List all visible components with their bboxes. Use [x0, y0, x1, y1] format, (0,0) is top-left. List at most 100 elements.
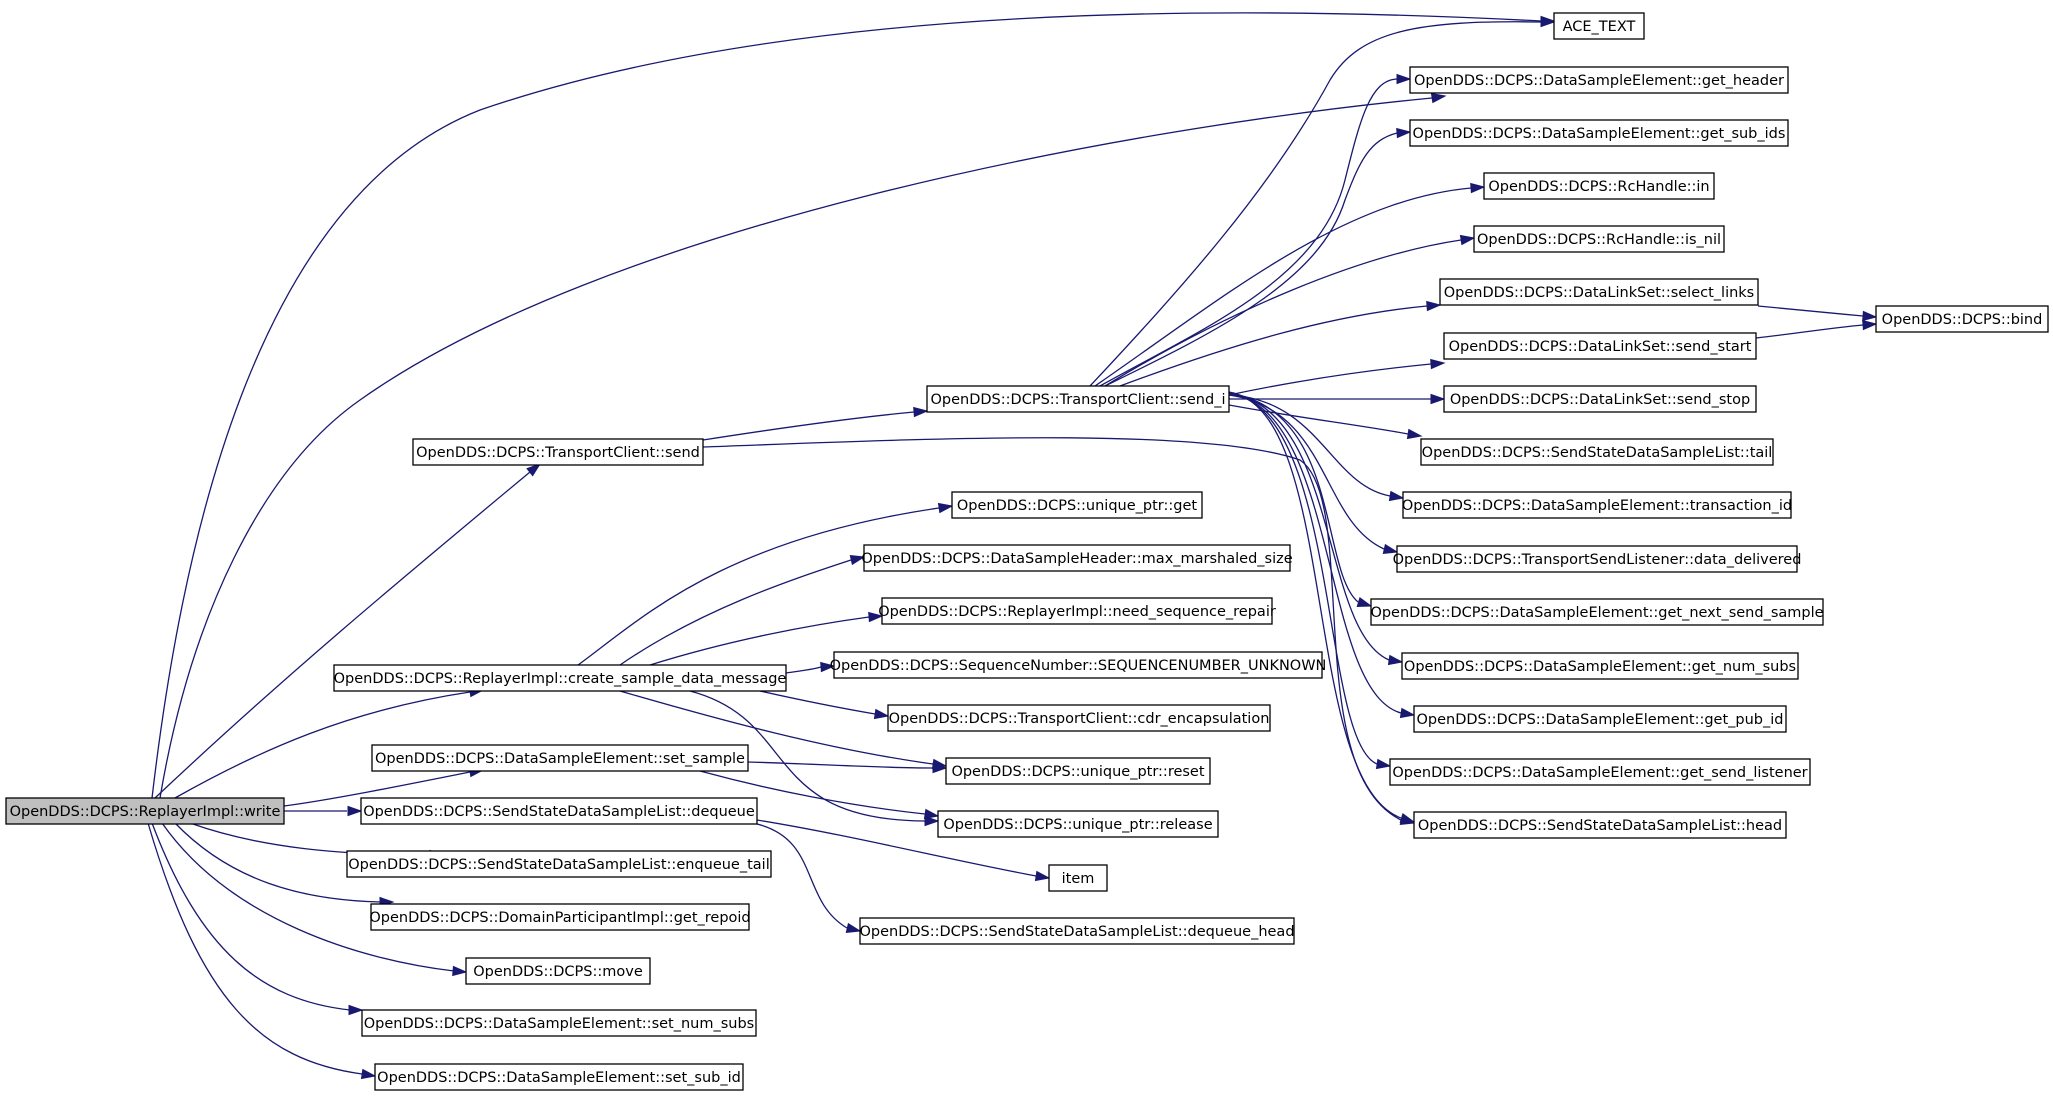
node-write: OpenDDS::DCPS::ReplayerImpl::write	[5, 797, 285, 825]
node-bind[interactable]: OpenDDS::DCPS::bind	[1875, 305, 2049, 333]
node-label: OpenDDS::DCPS::DataLinkSet::send_start	[1449, 339, 1752, 355]
node-create-sample[interactable]: OpenDDS::DCPS::ReplayerImpl::create_samp…	[333, 664, 787, 692]
node-box	[374, 1063, 744, 1091]
node-get-next-send-sample[interactable]: OpenDDS::DCPS::DataSampleElement::get_ne…	[1370, 598, 1824, 626]
edge-line	[1228, 404, 1409, 435]
edge-line	[702, 411, 915, 441]
arrowhead	[1430, 92, 1447, 104]
edge-line	[702, 437, 1402, 821]
arrowhead	[347, 805, 363, 817]
edge-send_i-to-data_delivered	[1228, 394, 1399, 555]
node-move[interactable]: OpenDDS::DCPS::move	[465, 957, 651, 985]
node-box	[360, 797, 758, 825]
node-box	[5, 797, 285, 825]
edge-send_i-to-tail	[1228, 404, 1423, 440]
node-box	[937, 810, 1219, 838]
arrowhead	[849, 554, 866, 566]
node-get-pub-id[interactable]: OpenDDS::DCPS::DataSampleElement::get_pu…	[1413, 705, 1787, 733]
node-label: OpenDDS::DCPS::ReplayerImpl::create_samp…	[334, 671, 787, 687]
edge-line	[1099, 78, 1398, 387]
node-up-get[interactable]: OpenDDS::DCPS::unique_ptr::get	[951, 491, 1203, 519]
node-label: OpenDDS::DCPS::DataSampleElement::get_ne…	[1370, 605, 1823, 621]
edge-line	[1228, 392, 1359, 603]
edge-dequeue-to-item	[756, 819, 1051, 882]
node-head[interactable]: OpenDDS::DCPS::SendStateDataSampleList::…	[1413, 811, 1787, 839]
node-tc-send[interactable]: OpenDDS::DCPS::TransportClient::send	[412, 438, 704, 466]
node-box	[951, 491, 1203, 519]
node-label: OpenDDS::DCPS::SendStateDataSampleList::…	[348, 857, 769, 873]
node-get-sub-ids[interactable]: OpenDDS::DCPS::DataSampleElement::get_su…	[1409, 119, 1789, 147]
node-box	[412, 438, 704, 466]
node-seqnum-unknown[interactable]: OpenDDS::DCPS::SequenceNumber::SEQUENCEN…	[830, 651, 1327, 679]
node-item[interactable]: item	[1048, 864, 1108, 892]
node-box	[887, 704, 1271, 732]
node-select-links[interactable]: OpenDDS::DCPS::DataLinkSet::select_links	[1439, 278, 1759, 306]
edge-write-to-set_num_subs	[151, 822, 364, 1016]
edge-set_sample-to-up_release	[699, 770, 940, 820]
node-box	[881, 597, 1273, 625]
node-box	[1420, 438, 1774, 466]
edge-send_i-to-ace_text	[1089, 16, 1556, 387]
node-up-release[interactable]: OpenDDS::DCPS::unique_ptr::release	[937, 810, 1219, 838]
node-label: OpenDDS::DCPS::DomainParticipantImpl::ge…	[369, 910, 750, 926]
node-get-repoid[interactable]: OpenDDS::DCPS::DomainParticipantImpl::ge…	[369, 903, 751, 931]
node-label: OpenDDS::DCPS::SendStateDataSampleList::…	[363, 804, 755, 820]
node-max-marshaled-size[interactable]: OpenDDS::DCPS::DataSampleHeader::max_mar…	[861, 544, 1293, 572]
node-set-num-subs[interactable]: OpenDDS::DCPS::DataSampleElement::set_nu…	[361, 1009, 757, 1037]
arrowhead	[913, 406, 929, 418]
edge-create_sample-to-up_get	[577, 502, 954, 666]
edge-tc_send-to-send_i	[702, 406, 929, 441]
node-data-delivered[interactable]: OpenDDS::DCPS::TransportSendListener::da…	[1393, 545, 1802, 573]
node-box	[1409, 119, 1789, 147]
node-box	[1401, 652, 1799, 680]
edge-line	[756, 819, 1037, 877]
node-label: OpenDDS::DCPS::DataSampleElement::get_se…	[1392, 765, 1807, 781]
edge-dequeue-to-dequeue_head	[756, 823, 862, 934]
node-rc-in[interactable]: OpenDDS::DCPS::RcHandle::in	[1483, 172, 1715, 200]
node-up-reset[interactable]: OpenDDS::DCPS::unique_ptr::reset	[945, 757, 1211, 785]
node-set-sample[interactable]: OpenDDS::DCPS::DataSampleElement::set_sa…	[371, 744, 749, 772]
edge-line	[283, 771, 471, 807]
arrowhead	[348, 1004, 364, 1016]
node-rc-is-nil[interactable]: OpenDDS::DCPS::RcHandle::is_nil	[1473, 225, 1725, 253]
node-box	[945, 757, 1211, 785]
edge-line	[174, 691, 471, 799]
node-label: OpenDDS::DCPS::SendStateDataSampleList::…	[1422, 445, 1773, 461]
node-ace-text[interactable]: ACE_TEXT	[1553, 12, 1645, 40]
node-dequeue-head[interactable]: OpenDDS::DCPS::SendStateDataSampleList::…	[859, 917, 1295, 945]
node-tail[interactable]: OpenDDS::DCPS::SendStateDataSampleList::…	[1420, 438, 1774, 466]
node-label: OpenDDS::DCPS::DataSampleElement::set_nu…	[364, 1016, 755, 1032]
node-cdr-encapsulation[interactable]: OpenDDS::DCPS::TransportClient::cdr_enca…	[887, 704, 1271, 732]
node-transaction-id[interactable]: OpenDDS::DCPS::DataSampleElement::transa…	[1402, 491, 1792, 519]
node-set-sub-id[interactable]: OpenDDS::DCPS::DataSampleElement::set_su…	[374, 1063, 744, 1091]
edge-line	[174, 822, 381, 903]
edge-send_i-to-send_stop	[1228, 393, 1446, 405]
node-label: OpenDDS::DCPS::DataLinkSet::send_stop	[1450, 392, 1750, 408]
node-send-start[interactable]: OpenDDS::DCPS::DataLinkSet::send_start	[1443, 332, 1757, 360]
node-dequeue[interactable]: OpenDDS::DCPS::SendStateDataSampleList::…	[360, 797, 758, 825]
node-box	[361, 1009, 757, 1037]
edge-line	[1089, 21, 1542, 387]
node-box	[1483, 172, 1715, 200]
node-get-send-listener[interactable]: OpenDDS::DCPS::DataSampleElement::get_se…	[1389, 758, 1811, 786]
arrowhead	[1862, 310, 1878, 322]
node-label: OpenDDS::DCPS::SendStateDataSampleList::…	[859, 924, 1294, 940]
node-enqueue-tail[interactable]: OpenDDS::DCPS::SendStateDataSampleList::…	[346, 850, 772, 878]
node-label: OpenDDS::DCPS::DataSampleElement::transa…	[1402, 498, 1792, 514]
arrowhead	[1382, 543, 1399, 555]
node-label: item	[1062, 871, 1095, 887]
node-send-i[interactable]: OpenDDS::DCPS::TransportClient::send_i	[926, 385, 1230, 413]
edge-line	[151, 822, 351, 1011]
node-box	[1370, 598, 1824, 626]
arrowhead	[1430, 393, 1446, 405]
edge-line	[1228, 391, 1402, 819]
node-send-stop[interactable]: OpenDDS::DCPS::DataLinkSet::send_stop	[1443, 385, 1757, 413]
node-label: OpenDDS::DCPS::DataSampleElement::set_sa…	[375, 751, 745, 767]
edge-create_sample-to-up_release	[689, 690, 940, 827]
node-get-num-subs[interactable]: OpenDDS::DCPS::DataSampleElement::get_nu…	[1401, 652, 1799, 680]
node-need-sequence-repair[interactable]: OpenDDS::DCPS::ReplayerImpl::need_sequen…	[878, 597, 1276, 625]
node-get-header[interactable]: OpenDDS::DCPS::DataSampleElement::get_he…	[1409, 66, 1789, 94]
node-box	[863, 544, 1291, 572]
edge-line	[1104, 239, 1462, 387]
